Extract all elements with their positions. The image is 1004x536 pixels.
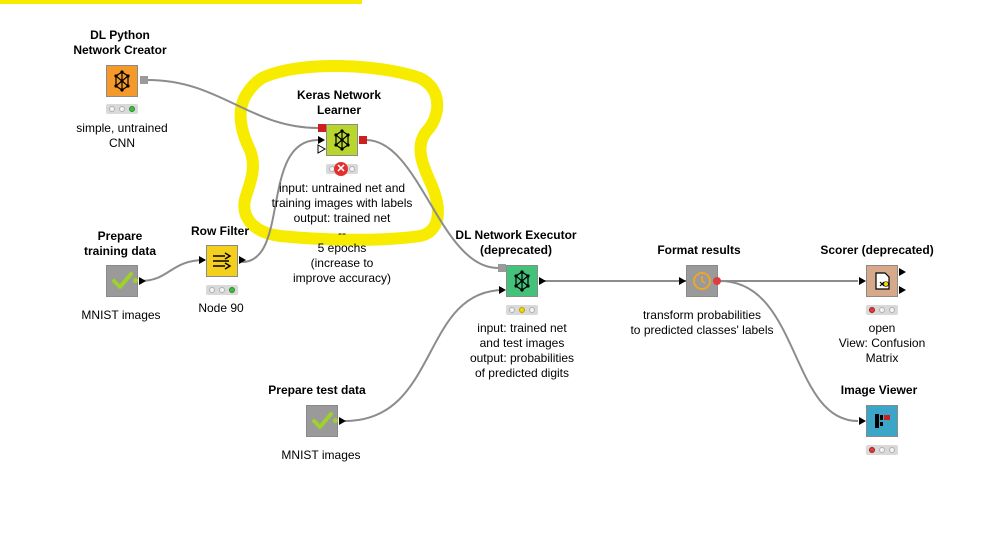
node-comment-dl-python-creator[interactable]: simple, untrained CNN bbox=[76, 121, 168, 150]
output-port[interactable] bbox=[713, 277, 721, 285]
node-dl-executor[interactable] bbox=[506, 265, 538, 297]
output-port[interactable] bbox=[140, 76, 148, 84]
flow-dot bbox=[133, 278, 138, 283]
highlight-scribble bbox=[234, 59, 444, 246]
network-icon bbox=[114, 70, 130, 92]
optional-input-port-outline bbox=[317, 144, 327, 154]
filter-icon bbox=[213, 252, 232, 270]
scorer-icon bbox=[875, 272, 890, 290]
status-traffic-light bbox=[866, 305, 898, 315]
output-port[interactable] bbox=[139, 277, 146, 285]
input-port[interactable] bbox=[679, 277, 686, 285]
network-icon bbox=[514, 270, 530, 292]
output-port[interactable] bbox=[239, 256, 246, 264]
node-comment-keras-learner[interactable]: input: untrained net and training images… bbox=[271, 181, 413, 285]
node-comment-prepare-training[interactable]: MNIST images bbox=[81, 308, 161, 322]
node-image-viewer[interactable] bbox=[866, 405, 898, 437]
node-keras-learner[interactable] bbox=[326, 124, 358, 156]
output-port[interactable] bbox=[899, 268, 906, 276]
status-traffic-light bbox=[506, 305, 538, 315]
connection-learner-executor[interactable] bbox=[365, 139, 499, 269]
node-title-keras-learner[interactable]: Keras Network Learner bbox=[296, 88, 382, 117]
output-port[interactable] bbox=[539, 277, 546, 285]
network-output-port[interactable] bbox=[359, 136, 367, 144]
flow-dot bbox=[333, 418, 338, 423]
viewer-icon bbox=[875, 414, 890, 428]
status-traffic-light bbox=[866, 445, 898, 455]
node-format-results[interactable] bbox=[686, 265, 718, 297]
node-comment-row-filter[interactable]: Node 90 bbox=[198, 301, 244, 315]
node-title-dl-executor[interactable]: DL Network Executor (deprecated) bbox=[455, 228, 577, 257]
status-traffic-light bbox=[206, 285, 238, 295]
node-comment-dl-executor[interactable]: input: trained net and test images outpu… bbox=[469, 321, 575, 380]
node-comment-scorer[interactable]: open View: Confusion Matrix bbox=[838, 321, 926, 365]
node-title-row-filter[interactable]: Row Filter bbox=[190, 224, 250, 238]
node-title-scorer[interactable]: Scorer (deprecated) bbox=[820, 243, 934, 257]
connection-filter-learner[interactable] bbox=[241, 139, 319, 263]
data-input-port[interactable] bbox=[499, 286, 506, 294]
input-port[interactable] bbox=[859, 417, 866, 425]
node-title-format-results[interactable]: Format results bbox=[657, 243, 741, 257]
node-prepare-training[interactable] bbox=[106, 265, 138, 297]
input-port[interactable] bbox=[199, 256, 206, 264]
connection-training-filter[interactable] bbox=[139, 259, 206, 282]
status-traffic-light bbox=[106, 104, 138, 114]
error-icon[interactable]: ✕ bbox=[334, 162, 348, 176]
node-row-filter[interactable] bbox=[206, 245, 238, 277]
data-input-port[interactable] bbox=[318, 136, 325, 144]
network-icon bbox=[334, 129, 350, 151]
output-port[interactable] bbox=[339, 417, 346, 425]
connection-creator-learner[interactable] bbox=[147, 79, 319, 129]
node-dl-python-creator[interactable] bbox=[106, 65, 138, 97]
output-port[interactable] bbox=[899, 286, 906, 294]
node-comment-prepare-test[interactable]: MNIST images bbox=[281, 448, 361, 462]
network-input-port[interactable] bbox=[318, 124, 326, 132]
node-title-image-viewer[interactable]: Image Viewer bbox=[840, 383, 918, 397]
node-title-prepare-test[interactable]: Prepare test data bbox=[268, 383, 366, 397]
connection-test-executor[interactable] bbox=[344, 289, 505, 422]
node-scorer[interactable] bbox=[866, 265, 898, 297]
input-port[interactable] bbox=[859, 277, 866, 285]
checkmark-icon bbox=[112, 272, 133, 289]
highlight-bar bbox=[0, 0, 362, 4]
node-comment-format-results[interactable]: transform probabilities to predicted cla… bbox=[630, 308, 774, 337]
node-title-prepare-training[interactable]: Prepare training data bbox=[83, 229, 157, 258]
node-title-dl-python-creator[interactable]: DL Python Network Creator bbox=[73, 28, 167, 57]
connection-format-viewer[interactable] bbox=[719, 280, 859, 422]
clock-icon bbox=[693, 272, 711, 290]
checkmark-icon bbox=[312, 412, 333, 429]
network-input-port[interactable] bbox=[498, 264, 506, 272]
